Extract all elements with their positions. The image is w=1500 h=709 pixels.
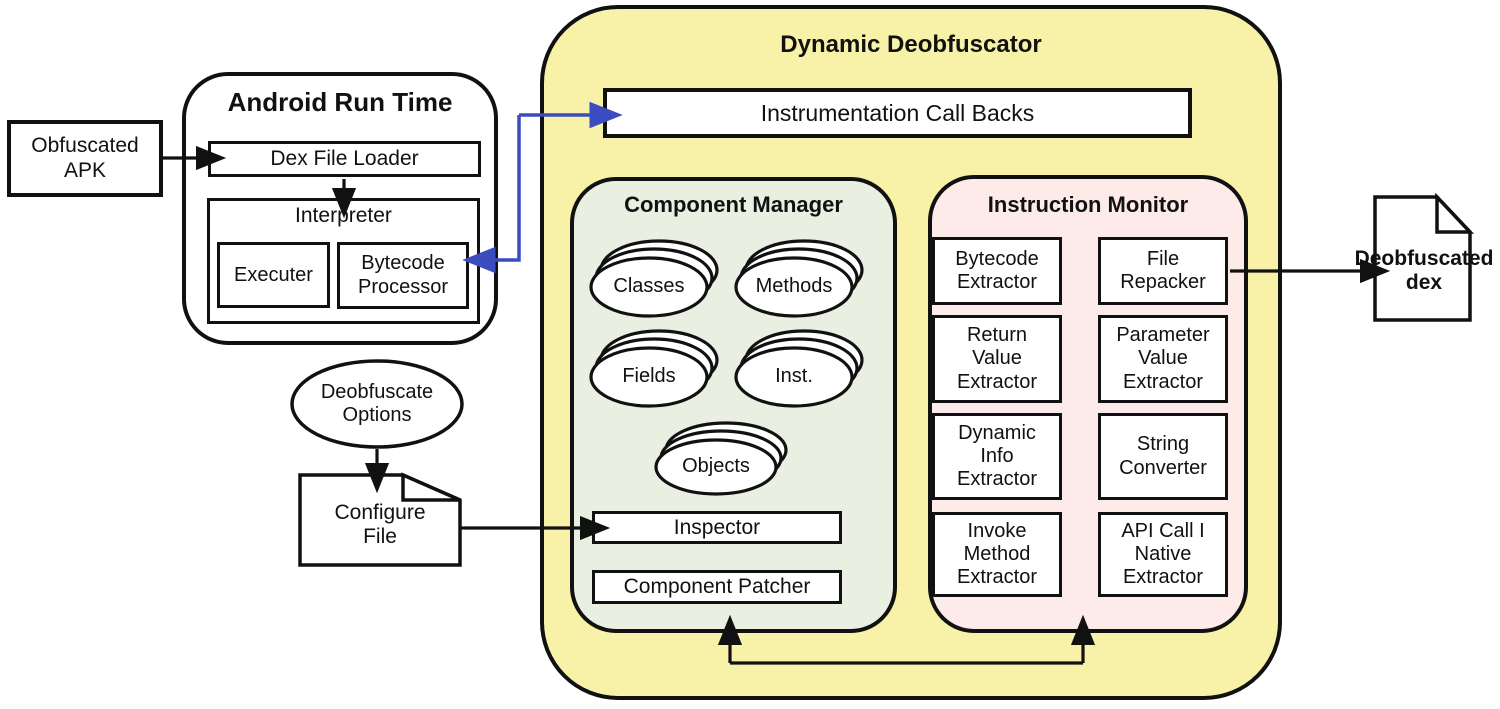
deobfuscate-options-label: Deobfuscate Options <box>320 380 434 426</box>
objects-label: Objects <box>682 455 750 478</box>
string-converter-box: String Converter <box>1098 413 1228 500</box>
configure-file-label: Configure File <box>334 500 426 548</box>
classes-label: Classes <box>613 275 685 298</box>
inst-label: Inst. <box>775 365 813 388</box>
dex-file-loader-box: Dex File Loader <box>208 141 481 177</box>
executer-box: Executer <box>217 242 330 308</box>
component-manager-title: Component Manager <box>624 192 843 217</box>
bytecode-processor-box: Bytecode Processor <box>337 242 469 309</box>
instrumentation-callbacks-box: Instrumentation Call Backs <box>603 88 1192 138</box>
obfuscated-apk-box: Obfuscated APK <box>7 120 163 197</box>
deobfuscated-dex-label: Deobfuscated dex <box>1354 246 1494 294</box>
methods-label: Methods <box>755 275 833 298</box>
instruction-monitor-title: Instruction Monitor <box>987 192 1189 217</box>
file-repacker-box: File Repacker <box>1098 237 1228 305</box>
dynamic-info-extractor-box: Dynamic Info Extractor <box>932 413 1062 500</box>
parameter-value-extractor-box: Parameter Value Extractor <box>1098 315 1228 403</box>
component-patcher-box: Component Patcher <box>592 570 842 604</box>
api-call-native-extractor-box: API Call I Native Extractor <box>1098 512 1228 597</box>
interpreter-title: Interpreter <box>295 204 392 227</box>
return-value-extractor-box: Return Value Extractor <box>932 315 1062 403</box>
inspector-box: Inspector <box>592 511 842 544</box>
component-manager-box <box>570 177 897 633</box>
dynamic-deobfuscator-title: Dynamic Deobfuscator <box>780 31 1042 58</box>
fields-label: Fields <box>622 365 676 388</box>
invoke-method-extractor-box: Invoke Method Extractor <box>932 512 1062 597</box>
android-runtime-title: Android Run Time <box>227 86 453 117</box>
bytecode-extractor-box: Bytecode Extractor <box>932 237 1062 305</box>
